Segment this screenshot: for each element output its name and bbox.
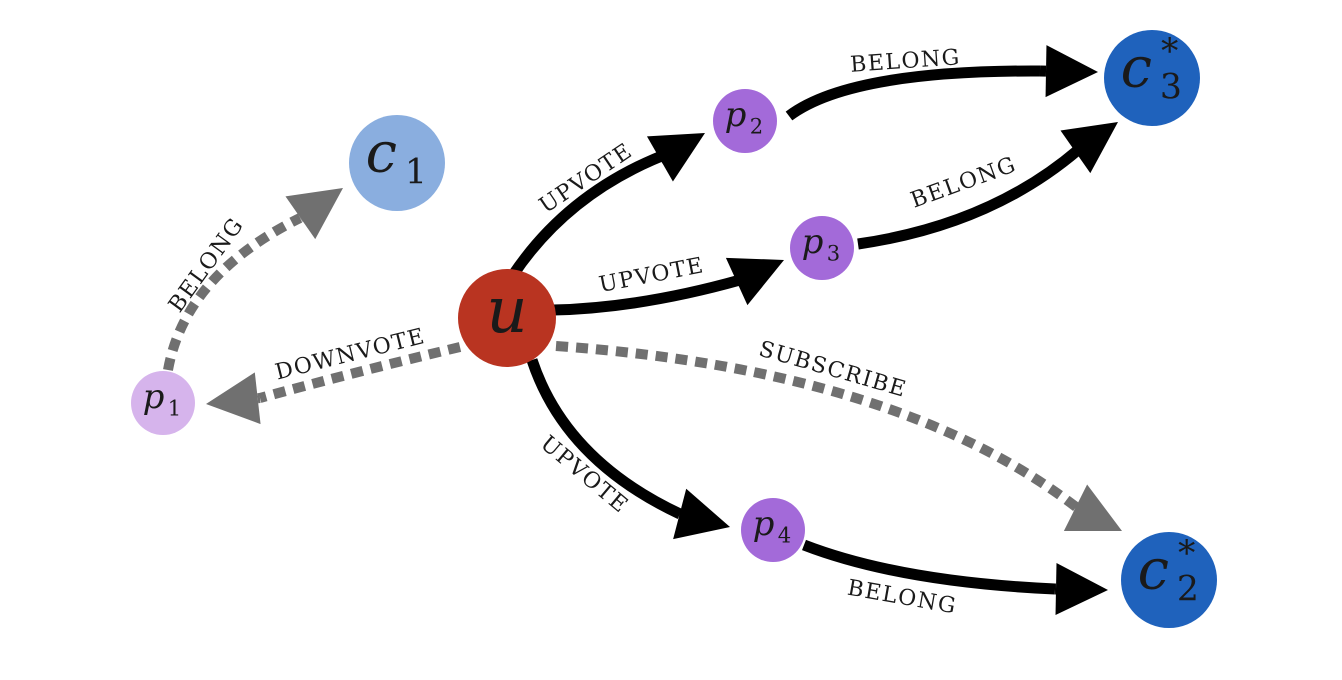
arrowhead [1045,45,1098,98]
node-letter: c [1138,537,1169,602]
edge-line [526,358,683,519]
arrowhead [646,133,705,182]
arrowhead [673,488,730,540]
arrowhead [725,257,784,306]
edge-u-p3 [552,257,784,316]
node-subscript: 3 [827,241,840,266]
edge-p4-c2 [802,539,1108,616]
node-letter: p [725,95,747,135]
edge-u-p2 [508,133,705,279]
node-letter: c [1121,35,1152,100]
edge-line [785,65,1041,121]
node-superscript: * [1178,534,1195,574]
edge-line [802,539,1056,595]
edge-label-u-p1: DOWNVOTE [273,324,428,385]
node-superscript: * [1161,32,1178,72]
edge-line [258,342,462,403]
node-letter: c [366,120,397,185]
node-circle [349,115,445,211]
node-letter: p [802,222,824,262]
edge-u-p4 [526,358,730,540]
arrowhead [1063,484,1122,531]
node-circle [458,269,556,367]
node-subscript: 1 [405,153,427,193]
edge-line-end [734,274,743,287]
node-circle [1104,30,1200,126]
arrowhead [1055,563,1108,616]
edge-line-end [657,147,675,164]
node-subscript: 4 [778,523,791,548]
edge-line-end [1072,145,1082,157]
node-circle [741,498,805,562]
node-circle [1121,532,1217,628]
edge-line [508,146,674,279]
edge-line-end [1073,503,1083,515]
node-subscript: 3 [1160,68,1182,108]
edge-line [857,145,1082,250]
node-subscript: 2 [750,114,763,139]
node-letter: u [486,274,527,348]
arrowhead [206,372,261,425]
edge-line [163,213,303,371]
edge-u-c2 [555,341,1122,531]
edge-p1-c1 [163,188,343,371]
edges-layer [163,45,1122,616]
edge-p3-c3 [857,122,1118,250]
node-circle [790,216,854,280]
edge-line [555,341,1084,514]
node-letter: p [753,504,775,544]
arrowhead [1060,122,1118,174]
node-letter: p [143,377,165,417]
edge-label-p1-c1: BELONG [164,213,249,317]
node-circle [713,89,777,153]
edge-p2-c3 [785,45,1098,121]
node-subscript: 2 [1177,570,1199,610]
arrowhead [285,188,343,240]
node-subscript: 1 [168,396,181,421]
edge-line [552,274,742,316]
edge-u-p1 [206,342,462,425]
node-circle [131,371,195,435]
node-u: u [458,269,556,367]
